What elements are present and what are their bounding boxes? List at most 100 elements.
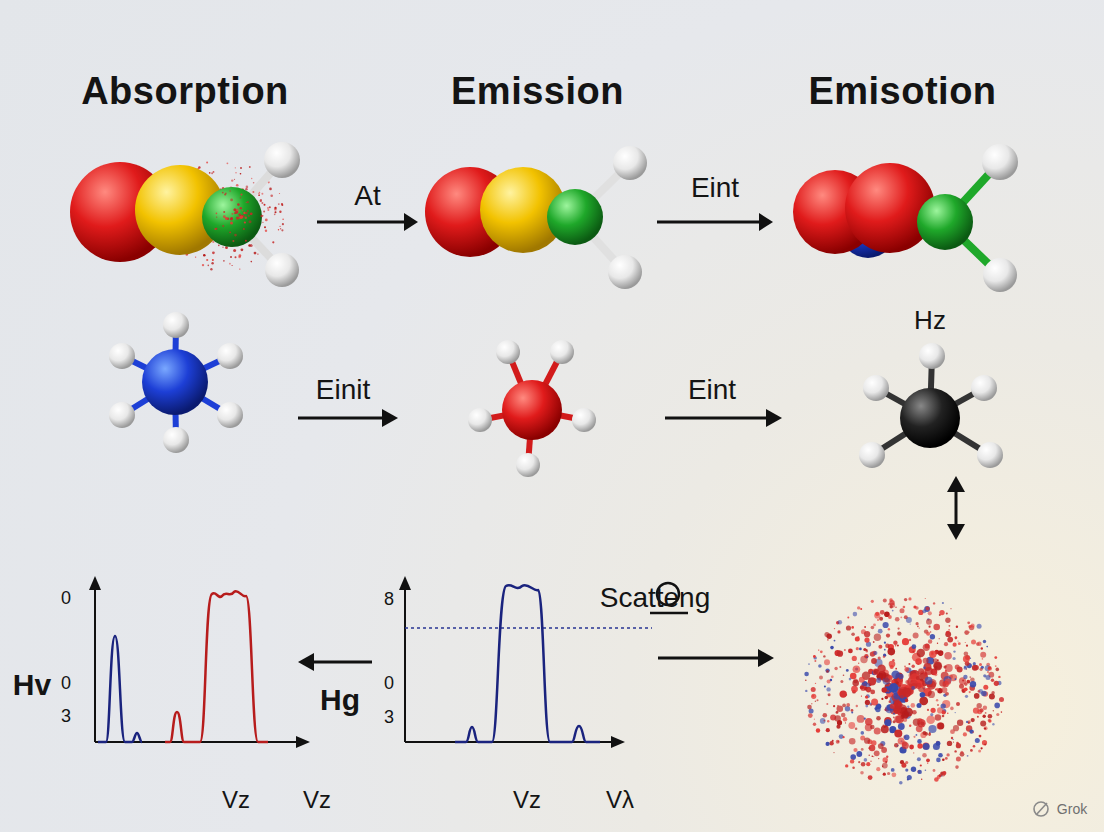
particle [874, 750, 880, 756]
particle [900, 608, 905, 613]
particle [206, 259, 208, 261]
particle [251, 178, 252, 179]
particle [857, 606, 860, 609]
particle [878, 645, 882, 649]
particle [989, 666, 991, 668]
particle [917, 757, 921, 761]
particle [818, 664, 822, 668]
particle [250, 212, 253, 215]
particle [267, 207, 269, 209]
particle [988, 714, 993, 719]
particle [814, 660, 816, 662]
particle [240, 215, 243, 218]
particle [975, 738, 980, 743]
particle [883, 773, 886, 776]
edge-label: Eint [691, 172, 739, 204]
particle [281, 204, 283, 206]
particle [234, 234, 237, 237]
particle [870, 761, 871, 762]
particle [967, 755, 969, 757]
particle [823, 655, 825, 657]
particle [209, 172, 211, 174]
particle [983, 674, 986, 677]
particle [981, 747, 983, 749]
particle [922, 693, 926, 697]
particle [903, 606, 906, 609]
particle [934, 673, 937, 676]
particle [239, 268, 240, 269]
particle [983, 640, 986, 643]
particle [907, 775, 912, 780]
particle [815, 683, 816, 684]
particle [843, 717, 847, 721]
particle [811, 694, 816, 699]
particle [908, 597, 911, 600]
particle [253, 182, 255, 184]
particle [232, 240, 234, 242]
particle [973, 662, 976, 665]
particle [871, 658, 877, 664]
particle [832, 740, 834, 742]
particle [858, 761, 860, 763]
particle [229, 231, 231, 233]
particle [927, 709, 929, 711]
particle [994, 703, 1000, 709]
particle [964, 630, 969, 635]
particle [858, 663, 859, 664]
particle [886, 756, 888, 758]
particle [951, 737, 953, 739]
particle [859, 648, 862, 651]
particle [279, 211, 281, 213]
particle [916, 622, 919, 625]
particle [241, 215, 244, 218]
particle [254, 252, 257, 255]
particle [235, 256, 237, 258]
particle [965, 695, 968, 698]
particle [942, 715, 945, 718]
particle [950, 608, 951, 609]
particle [980, 721, 986, 727]
particle [982, 740, 987, 745]
particle [933, 743, 940, 750]
particle [955, 678, 957, 680]
particle [970, 749, 973, 752]
particle [885, 761, 887, 763]
particle [874, 634, 881, 641]
particle [212, 251, 215, 254]
particle [909, 725, 911, 727]
particle [264, 204, 266, 206]
particle [953, 742, 954, 743]
particle [947, 741, 952, 746]
particle [929, 626, 931, 628]
particle [940, 653, 943, 656]
particle [807, 705, 812, 710]
particle [860, 685, 864, 689]
particle [904, 598, 907, 601]
particle [902, 742, 909, 749]
particle [868, 775, 873, 780]
process-label: Scatteng [600, 582, 711, 614]
particle [907, 778, 909, 780]
particle [942, 771, 946, 775]
particle [935, 689, 937, 691]
particle [899, 781, 903, 785]
particle [849, 678, 852, 681]
tick-label: 3 [384, 707, 394, 728]
particle [978, 690, 981, 693]
stage-heading: Emission [420, 70, 655, 113]
particle [234, 179, 235, 180]
particle [953, 643, 957, 647]
particle [275, 211, 277, 213]
particle [920, 764, 922, 766]
particle [938, 723, 945, 730]
particle [911, 686, 915, 690]
particle [874, 727, 881, 734]
particle [848, 722, 855, 729]
particle [222, 192, 224, 194]
particle [930, 713, 933, 716]
particle [983, 715, 986, 718]
particle [922, 687, 924, 689]
particle [225, 193, 227, 195]
particle [855, 728, 858, 731]
